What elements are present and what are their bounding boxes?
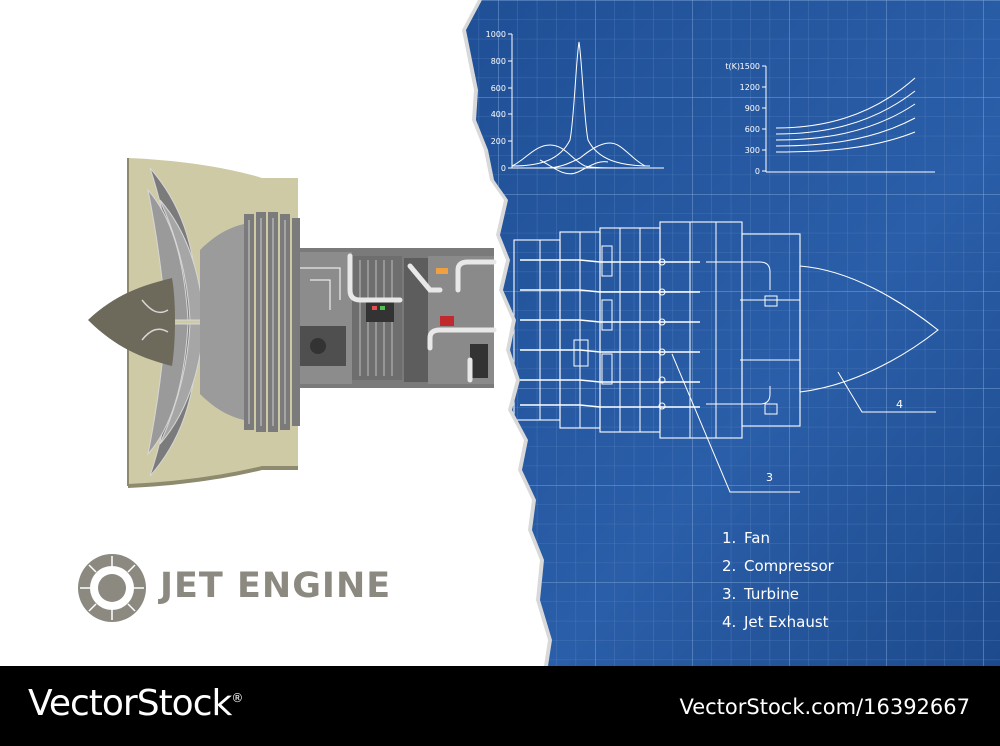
color-engine — [88, 158, 497, 488]
legend-item-number: 1. — [722, 529, 737, 547]
page-title: JET ENGINE — [160, 566, 392, 606]
right-chart — [762, 65, 935, 173]
watermark-brand: VectorStock® — [28, 683, 243, 724]
right-chart-tick-label: 1500 — [740, 62, 760, 71]
fan-logo-icon — [78, 554, 146, 622]
legend-item: 4. Jet Exhaust — [722, 612, 834, 640]
left-chart-dip — [539, 159, 609, 175]
registered-mark: ® — [231, 691, 243, 705]
legend-item: 2. Compressor — [722, 556, 834, 584]
right-chart-ticks — [762, 65, 766, 172]
watermark-url: VectorStock.com/16392667 — [679, 695, 970, 719]
left-chart-tick-label: 400 — [491, 110, 506, 119]
right-chart-axis-label: t(K) — [725, 62, 740, 71]
left-chart-tick-label: 200 — [491, 137, 506, 146]
left-chart — [508, 33, 664, 175]
left-chart-tick-label: 800 — [491, 57, 506, 66]
watermark-brand-name: VectorStock — [28, 683, 232, 724]
legend-item-number: 2. — [722, 557, 737, 575]
legend-item-label: Fan — [744, 529, 770, 547]
callout-line-4 — [837, 371, 936, 413]
legend-item: 3. Turbine — [722, 584, 834, 612]
right-chart-tick-label: 600 — [745, 125, 760, 134]
legend-item-number: 4. — [722, 613, 737, 631]
legend-item-number: 3. — [722, 585, 737, 603]
right-chart-tick-label: 900 — [745, 104, 760, 113]
legend-item-label: Jet Exhaust — [744, 613, 829, 631]
watermark-bar: VectorStock® VectorStock.com/16392667 — [0, 666, 1000, 746]
right-chart-tick-label: 0 — [755, 167, 760, 176]
fan-blades — [147, 167, 205, 477]
legend-item-label: Compressor — [744, 557, 834, 575]
left-chart-tick-label: 1000 — [486, 30, 506, 39]
callout-label-4: 4 — [896, 398, 903, 411]
left-chart-right-bell — [544, 142, 646, 169]
legend-item: 1. Fan — [722, 528, 834, 556]
right-chart-tick-label: 300 — [745, 146, 760, 155]
legend-item-label: Turbine — [744, 585, 799, 603]
nose-cone — [88, 278, 175, 366]
left-chart-left-bell — [511, 144, 651, 169]
callout-label-3: 3 — [766, 471, 773, 484]
right-chart-tick-label: 1200 — [740, 83, 760, 92]
left-chart-tick-label: 600 — [491, 84, 506, 93]
blueprint-engine — [513, 221, 939, 493]
jet-engine-illustration: 1000 800 600 400 200 0 t(K) 1500 1200 90… — [78, 0, 1000, 666]
illustration: 1000 800 600 400 200 0 t(K) 1500 1200 90… — [78, 0, 1000, 666]
callout-line-3 — [671, 353, 800, 493]
left-chart-peak-curve — [511, 41, 651, 167]
blueprint-panel — [466, 0, 1000, 666]
left-chart-ticks — [508, 33, 512, 169]
left-chart-tick-label: 0 — [501, 164, 506, 173]
parts-legend: 1. Fan 2. Compressor 3. Turbine 4. Jet Exhau… — [722, 528, 834, 640]
